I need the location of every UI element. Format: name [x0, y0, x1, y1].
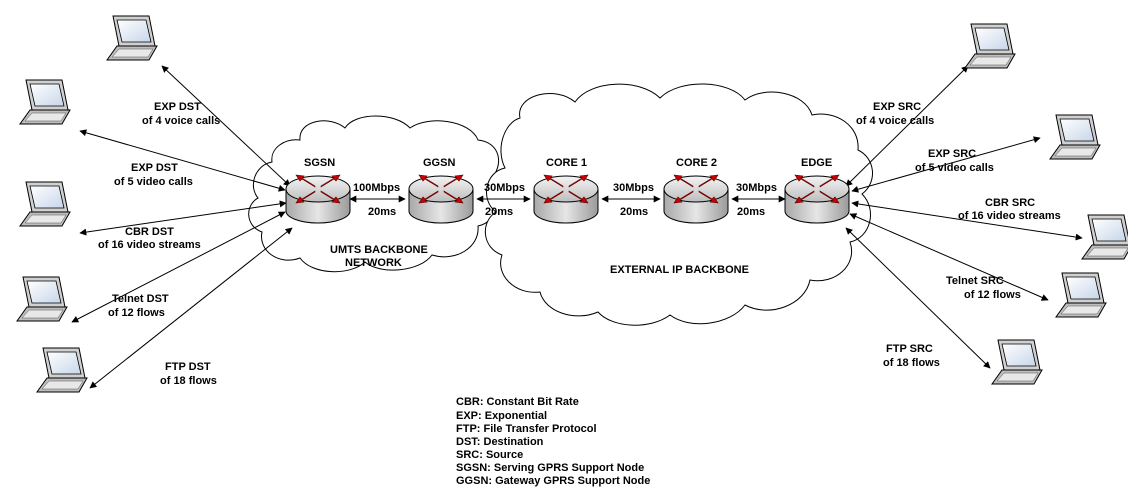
dst-label-line2: of 5 video calls [114, 176, 193, 188]
dst-label-line1: Telnet DST [112, 293, 169, 305]
router-label-ggsn: GGSN [423, 157, 455, 169]
router-icon [285, 174, 351, 224]
laptop-icon [19, 79, 71, 125]
legend-item: CBR: Constant Bit Rate [456, 396, 579, 408]
src-label-line2: of 4 voice calls [856, 115, 934, 127]
link-src-4 [849, 213, 1049, 301]
dst-label-line1: EXP DST [131, 162, 178, 174]
link-src-5 [845, 227, 991, 369]
link-bandwidth-core1-core2: 30Mbps [613, 182, 654, 194]
laptop-icon [106, 15, 158, 61]
legend-item: EXP: Exponential [456, 410, 547, 422]
laptop-icon [1081, 214, 1128, 260]
src-label-line2: of 5 video calls [915, 162, 994, 174]
laptop-icon [16, 276, 68, 322]
router-icon [533, 174, 599, 224]
dst-label-line2: of 4 voice calls [142, 115, 220, 127]
router-label-sgsn: SGSN [304, 157, 335, 169]
router-icon [408, 174, 474, 224]
src-label-line1: CBR SRC [985, 197, 1035, 209]
src-label-line2: of 18 flows [883, 357, 940, 369]
link-dst-5 [89, 227, 293, 389]
laptop-icon [19, 181, 71, 227]
legend: CBR: Constant Bit Rate EXP: Exponential … [456, 396, 650, 487]
src-label-line2: of 16 video streams [958, 210, 1061, 222]
laptop-icon [991, 339, 1043, 385]
dst-label-line2: of 18 flows [160, 375, 217, 387]
link-delay-core2-edge: 20ms [737, 206, 765, 218]
legend-item: GGSN: Gateway GPRS Support Node [456, 475, 650, 487]
laptop-icon [1049, 114, 1101, 160]
src-label-line1: Telnet SRC [946, 275, 1004, 287]
src-label-line1: EXP SRC [928, 148, 976, 160]
link-dst-2 [79, 129, 286, 192]
router-label-edge: EDGE [801, 157, 832, 169]
dst-label-line1: FTP DST [165, 361, 211, 373]
umts-cloud-label-line2: NETWORK [345, 257, 402, 269]
link-delay-ggsn-core1: 20ms [485, 206, 513, 218]
link-bandwidth-ggsn-core1: 30Mbps [484, 182, 525, 194]
dst-label-line1: EXP DST [154, 101, 201, 113]
router-label-core2: CORE 2 [676, 157, 717, 169]
laptop-icon [36, 347, 88, 393]
link-bandwidth-core2-edge: 30Mbps [736, 182, 777, 194]
link-dst-4 [71, 211, 286, 323]
laptop-icon [1055, 272, 1107, 318]
legend-item: SGSN: Serving GPRS Support Node [456, 462, 644, 474]
link-src-2 [851, 136, 1041, 193]
umts-backbone-cloud [248, 115, 499, 273]
dst-label-line1: CBR DST [125, 226, 174, 238]
src-label-line1: FTP SRC [886, 343, 933, 355]
dst-label-line2: of 16 video streams [98, 239, 201, 251]
router-icon [663, 174, 729, 224]
link-bandwidth-sgsn-ggsn: 100Mbps [353, 182, 400, 194]
link-delay-core1-core2: 20ms [620, 206, 648, 218]
legend-item: SRC: Source [456, 449, 523, 461]
dst-label-line2: of 12 flows [108, 307, 165, 319]
legend-item: FTP: File Transfer Protocol [456, 423, 597, 435]
umts-cloud-label-line1: UMTS BACKBONE [330, 244, 428, 256]
router-label-core1: CORE 1 [546, 157, 587, 169]
router-icon [784, 174, 850, 224]
external-cloud-label: EXTERNAL IP BACKBONE [610, 264, 749, 276]
laptop-icon [964, 23, 1016, 69]
link-delay-sgsn-ggsn: 20ms [368, 206, 396, 218]
src-label-line1: EXP SRC [873, 101, 921, 113]
legend-item: DST: Destination [456, 436, 544, 448]
src-label-line2: of 12 flows [964, 289, 1021, 301]
